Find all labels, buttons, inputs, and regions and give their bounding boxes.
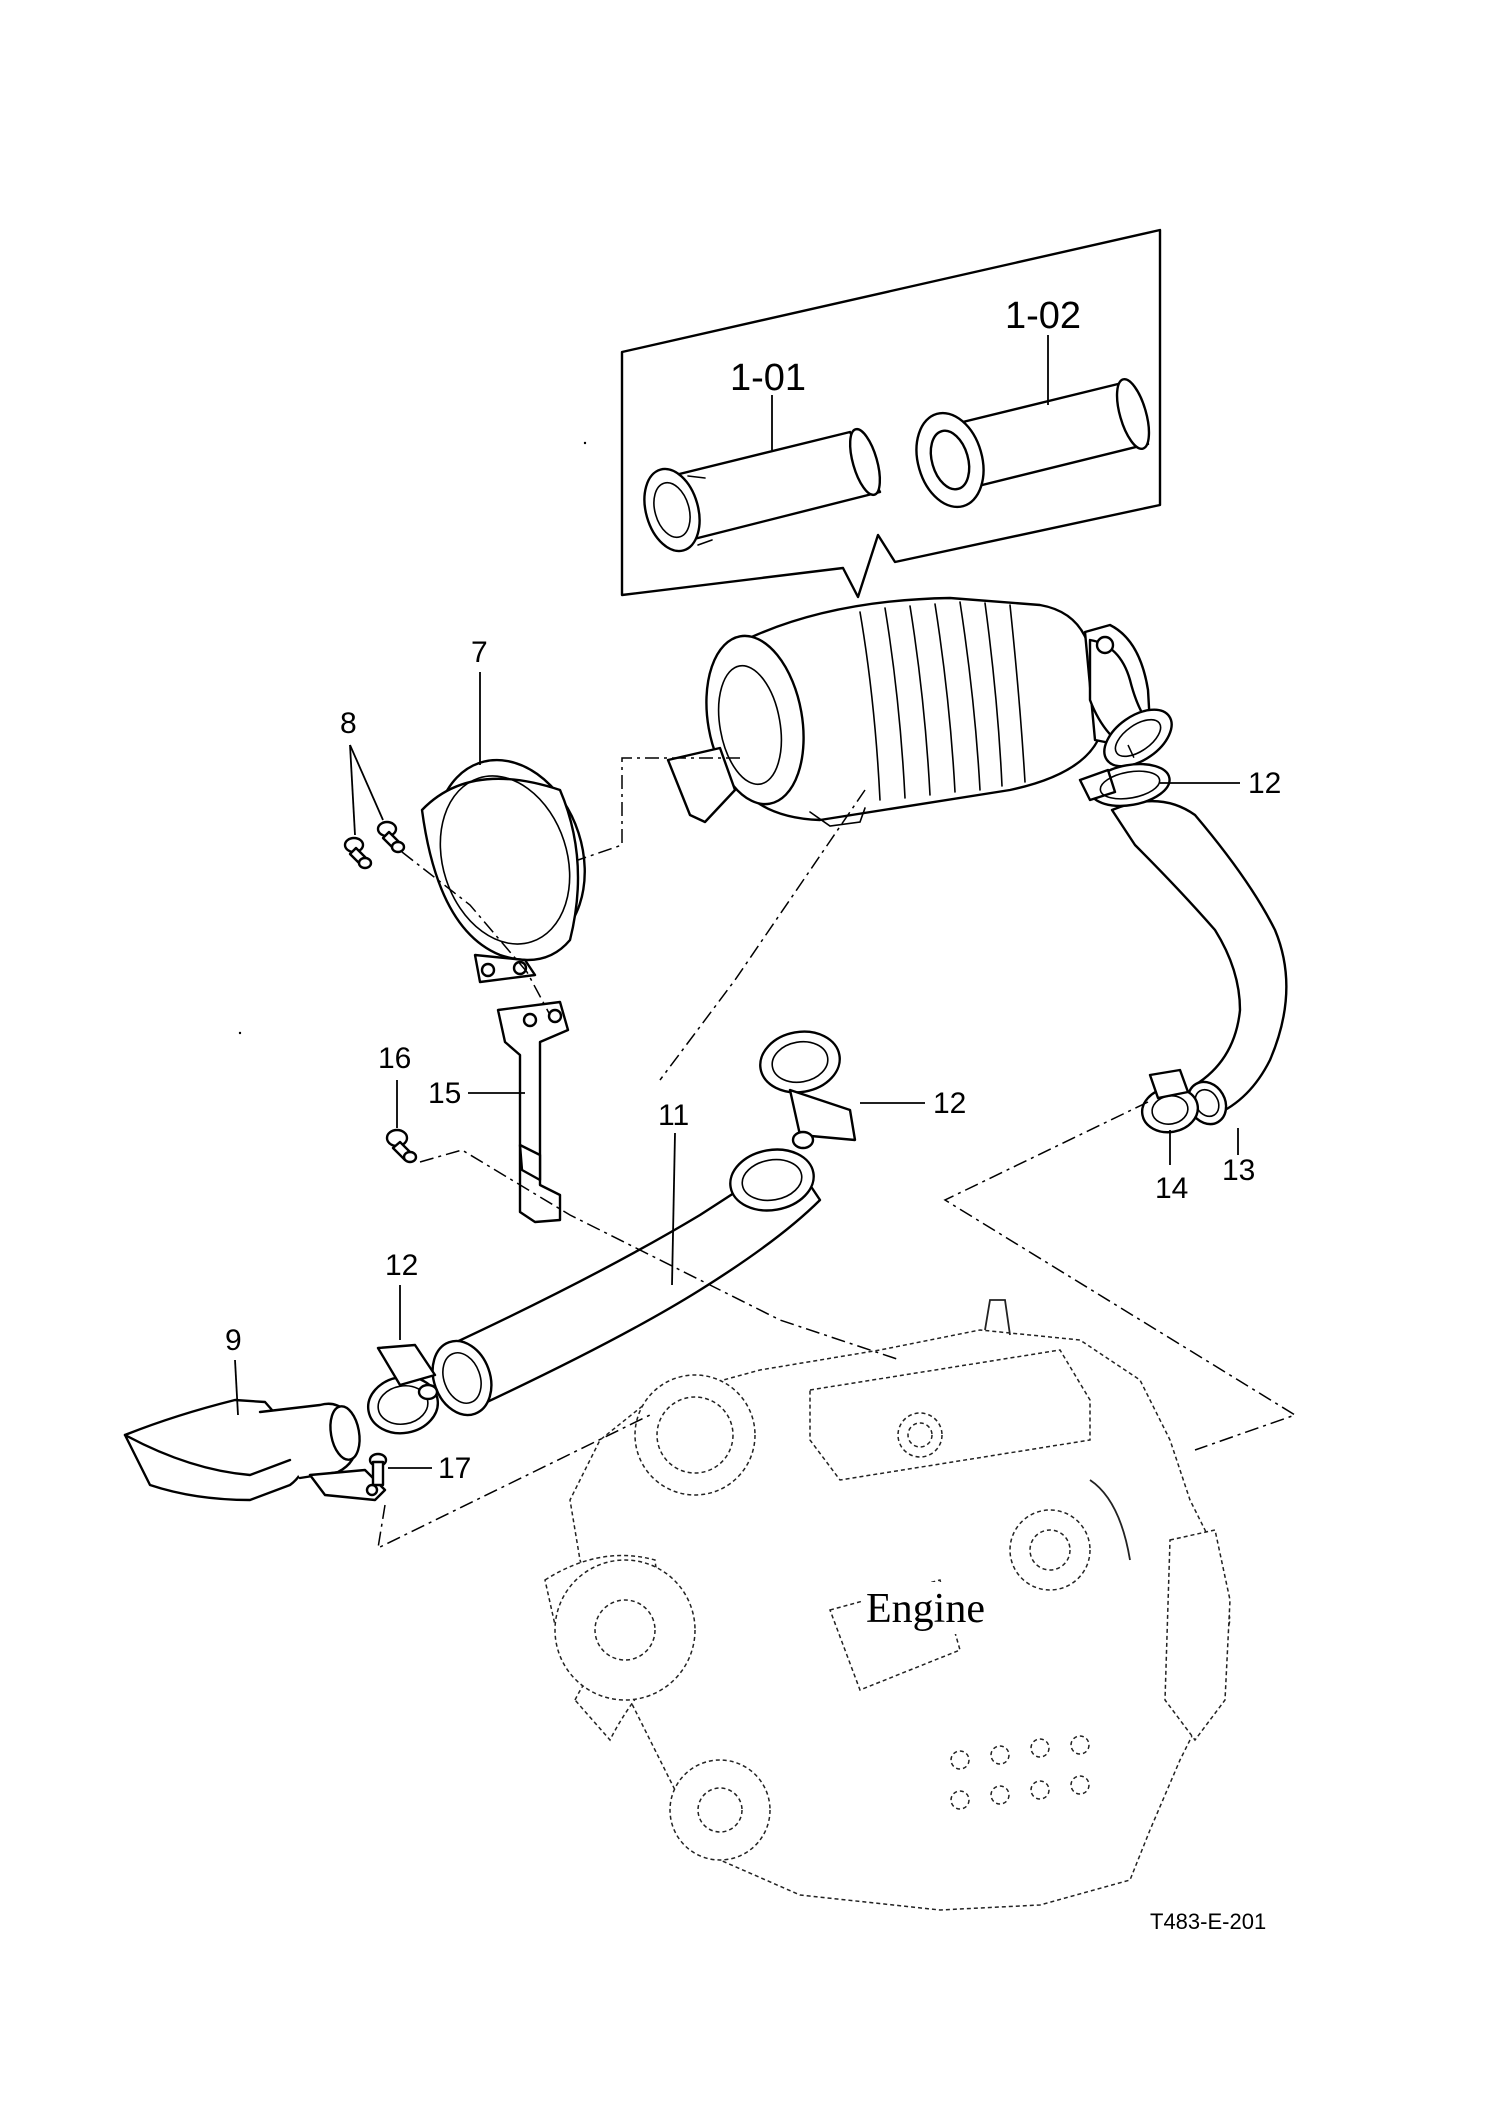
callout-12-lower: 12 <box>385 1249 418 1282</box>
bolt-16 <box>385 1128 418 1164</box>
callout-17: 17 <box>438 1452 471 1485</box>
filter-element-1-01 <box>643 427 882 553</box>
callout-labels: 7 8 12 12 12 13 14 15 16 11 9 17 <box>225 636 1281 1485</box>
callout-13: 13 <box>1222 1154 1255 1187</box>
callout-8: 8 <box>340 707 357 740</box>
callout-12-upper: 12 <box>1248 767 1281 800</box>
callout-11: 11 <box>658 1099 689 1132</box>
engine-label: Engine <box>866 1586 985 1632</box>
engine-block-details <box>950 1735 1090 1810</box>
leaders <box>234 672 1240 1469</box>
callout-14: 14 <box>1155 1172 1188 1205</box>
callout-15: 15 <box>428 1077 461 1110</box>
air-cleaner <box>666 596 1173 827</box>
callout-1-02: 1-02 <box>1005 295 1081 337</box>
engine-label-backing <box>862 1582 1008 1634</box>
bolt-8a <box>343 836 373 870</box>
hose-clamp-12-lower <box>366 1343 440 1435</box>
filter-element-1-02 <box>915 378 1151 509</box>
filter-elements-inset: 1-01 1-02 <box>620 228 1162 599</box>
callout-9: 9 <box>225 1324 242 1357</box>
bolts-8 <box>343 744 406 870</box>
callout-7: 7 <box>471 636 488 669</box>
bracket-15 <box>496 1000 570 1224</box>
bolt-17 <box>368 1452 388 1487</box>
hose-clamp-12-upper <box>1078 762 1171 808</box>
stray-dot <box>238 1031 242 1035</box>
hose-clamp-12-middle <box>759 1030 857 1150</box>
callout-1-01: 1-01 <box>730 357 806 399</box>
stray-dot <box>583 441 587 445</box>
hose-13 <box>1110 800 1288 1126</box>
intake-duct-9 <box>123 1398 387 1502</box>
callout-16: 16 <box>378 1042 411 1075</box>
callout-12-middle: 12 <box>933 1087 966 1120</box>
hose-clamp-14 <box>1140 1068 1200 1134</box>
center-lines <box>377 744 1297 1550</box>
intake-pipe-11 <box>431 1148 822 1417</box>
air-cleaner-ribs <box>859 601 1026 801</box>
bolt-8b <box>376 820 406 854</box>
drawing-number: T483-E-201 <box>1150 1909 1266 1934</box>
mounting-band-7 <box>420 758 586 984</box>
